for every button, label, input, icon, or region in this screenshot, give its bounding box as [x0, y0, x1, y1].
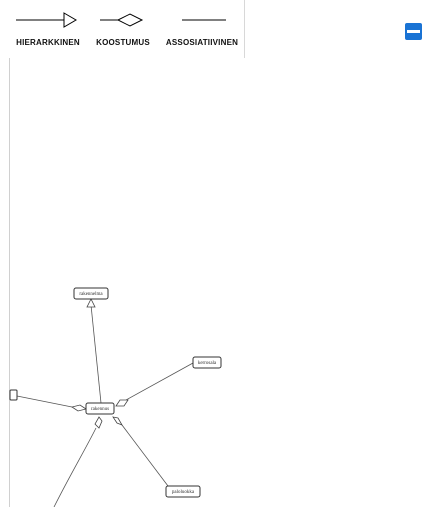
edge-rakennus-kerrosala	[125, 362, 194, 401]
save-icon-slot	[407, 30, 420, 33]
node-rakennelma[interactable]: rakennelma	[73, 287, 109, 300]
edge-rakennus-rakennelma	[90, 304, 102, 404]
hierarchical-arrowhead	[86, 298, 96, 308]
node-rakennelma-label: rakennelma	[79, 292, 103, 297]
edge-rakennus-left	[16, 395, 73, 408]
legend-association: ASSOSIATIIVINEN	[160, 8, 244, 48]
composition-diamond-bottom	[94, 416, 103, 429]
composition-diamond-paloluokka	[112, 416, 123, 426]
node-paloluokka[interactable]: paloluokka	[165, 485, 201, 498]
legend-composition: KOOSTUMUS	[90, 8, 156, 48]
node-left-partial[interactable]	[9, 389, 18, 401]
edge-rakennus-bottom	[53, 427, 97, 507]
node-kerrosala-label: kerrosala	[198, 361, 217, 366]
edge-rakennus-paloluokka	[121, 424, 169, 487]
composition-diamond-icon	[100, 13, 144, 27]
node-rakennus[interactable]: rakennus	[85, 402, 115, 415]
legend-hierarchical: HIERARKKINEN	[10, 8, 86, 48]
node-rakennus-label: rakennus	[91, 407, 109, 412]
legend-association-label: ASSOSIATIIVINEN	[165, 38, 239, 47]
legend-composition-label: KOOSTUMUS	[96, 38, 150, 47]
canvas-left-border	[9, 58, 10, 507]
association-line-icon	[182, 19, 226, 21]
legend-hierarchical-label: HIERARKKINEN	[16, 38, 80, 47]
save-button[interactable]	[405, 23, 422, 40]
composition-diamond-left	[71, 404, 87, 412]
relation-legend: HIERARKKINEN KOOSTUMUS ASSOSIATIIVINEN	[0, 0, 245, 58]
composition-diamond-kerrosala	[115, 399, 129, 407]
node-kerrosala[interactable]: kerrosala	[192, 356, 222, 369]
node-paloluokka-label: paloluokka	[172, 490, 195, 495]
hierarchical-arrow-icon	[16, 12, 77, 28]
save-icon	[407, 25, 420, 27]
